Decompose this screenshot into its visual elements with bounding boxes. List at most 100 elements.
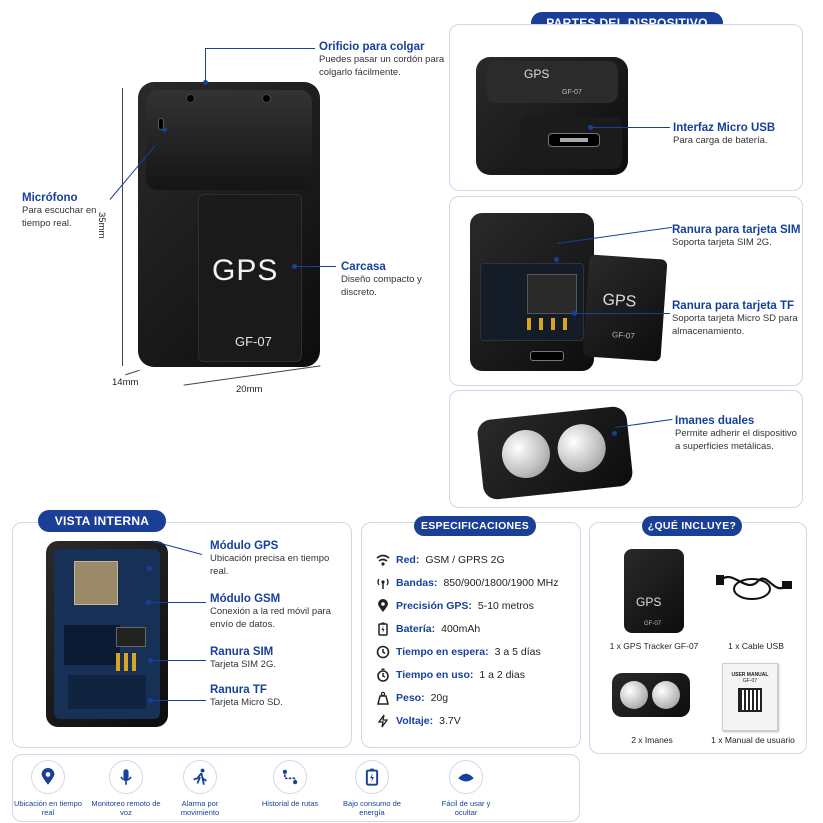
specs-heading: ESPECIFICACIONES (414, 516, 536, 536)
location-pin-icon (378, 599, 388, 612)
usb-callout-title: Interfaz Micro USB (673, 122, 776, 134)
spec-label: Tiempo en uso: (396, 669, 474, 681)
spec-label: Bandas: (396, 577, 438, 589)
spec-value: 1 a 2 dias (479, 669, 525, 681)
feature-item: Alarma por movimiento (164, 760, 236, 817)
internal-item-title: Ranura SIM (210, 646, 274, 658)
feature-item: Ubicación en tiempo real (12, 760, 84, 817)
internal-item-title: Ranura TF (210, 684, 267, 696)
magnets-callout-title: Imanes duales (675, 415, 755, 427)
cover-model-label: GF-07 (611, 330, 636, 341)
manual-title: USER MANUAL (731, 672, 769, 678)
back-cover-image: GPS GF-07 (582, 254, 668, 362)
tf-callout-title: Ranura para tarjeta TF (672, 300, 795, 312)
hide-icon (458, 771, 474, 782)
usb-cable-image (716, 575, 792, 600)
usb-device-image: GPS GF-07 (476, 57, 628, 175)
open-device-image (470, 213, 594, 371)
specs-panel: Red: GSM / GPRS 2G Bandas:850/900/1800/19… (361, 522, 581, 748)
usb-callout: Interfaz Micro USB Para carga de batería… (673, 122, 801, 147)
internal-item-desc: Ubicación precisa en tiempo real. (210, 553, 330, 577)
microphone-icon (120, 769, 132, 785)
included-tracker-model-label: GF-07 (644, 621, 662, 627)
include-caption: 2 x Imanes (631, 735, 673, 745)
feature-label: Fácil de usar y ocultar (441, 799, 491, 817)
magnets-callout: Imanes duales Permite adherir el disposi… (675, 415, 800, 453)
dim-width: 20mm (236, 384, 263, 395)
include-caption: 1 x GPS Tracker GF-07 (609, 641, 699, 651)
magnets-callout-desc: Permite adherir el dispositivo a superfi… (675, 428, 797, 452)
spec-label: Precisión GPS: (396, 600, 472, 612)
clock-icon (376, 645, 390, 659)
spec-row: Tiempo en uso: 1 a 2 dias (376, 668, 525, 682)
magnets-device-image (476, 405, 634, 501)
internal-heading: VISTA INTERNA (38, 510, 166, 532)
parts-slots-panel: GPS GF-07 Ranura para tarjeta SIM Soport… (449, 196, 803, 386)
spec-label: Red: (396, 554, 420, 566)
signal-icon (376, 554, 390, 566)
battery-icon (378, 622, 388, 636)
included-tracker-image: GPS GF-07 (624, 549, 684, 633)
callout-title: Orificio para colgar (319, 41, 425, 53)
route-icon (282, 769, 298, 785)
internal-item-title: Módulo GSM (210, 593, 281, 605)
device-model-label: GF-07 (235, 334, 272, 349)
internal-item-gsm: Módulo GSM Conexión a la red móvil para … (210, 593, 340, 631)
internal-item-title: Módulo GPS (210, 540, 279, 552)
feature-label: Ubicación en tiempo real (14, 799, 82, 817)
callout-microphone: Micrófono Para escuchar en tiempo real. (22, 192, 117, 230)
internal-item-sim: Ranura SIM Tarjeta SIM 2G. (210, 646, 340, 671)
sim-callout: Ranura para tarjeta SIM Soporta tarjeta … (672, 224, 802, 249)
callout-desc: Diseño compacto y discreto. (341, 274, 422, 298)
antenna-icon (377, 578, 389, 589)
feature-item: Fácil de usar y ocultar (430, 760, 502, 817)
usb-callout-desc: Para carga de batería. (673, 135, 768, 146)
timer-icon (377, 668, 389, 682)
sim-callout-title: Ranura para tarjeta SIM (672, 224, 801, 236)
parts-magnets-panel: Imanes duales Permite adherir el disposi… (449, 390, 803, 508)
spec-row: Peso:20g (376, 691, 448, 705)
spec-row: Bandas:850/900/1800/1900 MHz (376, 576, 558, 590)
internal-item-desc: Tarjeta SIM 2G. (210, 659, 276, 670)
spec-value: 5-10 metros (477, 600, 534, 612)
spec-label: Batería: (396, 623, 436, 635)
callout-desc: Puedes pasar un cordón para colgarlo fác… (319, 54, 445, 78)
location-pin-icon (41, 768, 55, 785)
includes-panel: GPS GF-07 1 x GPS Tracker GF-07 1 x Cabl… (589, 522, 807, 754)
included-tracker-gps-label: GPS (636, 595, 662, 609)
included-magnets-image (612, 673, 690, 717)
battery-icon (365, 768, 379, 786)
internal-item-gps: Módulo GPS Ubicación precisa en tiempo r… (210, 540, 340, 578)
callout-hanging-hole: Orificio para colgar Puedes pasar un cor… (319, 41, 459, 79)
feature-label: Historial de rutas (261, 799, 319, 808)
feature-item: Bajo consumo de energía (336, 760, 408, 817)
bolt-icon (377, 714, 389, 728)
manual-model: GF-07 (742, 678, 758, 684)
qr-code-icon (738, 688, 762, 712)
callout-title: Carcasa (341, 261, 386, 273)
feature-label: Bajo consumo de energía (343, 799, 401, 817)
spec-row: Red: GSM / GPRS 2G (376, 553, 505, 567)
feature-label: Monitoreo remoto de voz (91, 799, 161, 817)
spec-value: GSM / GPRS 2G (425, 554, 505, 566)
device-gps-label: GPS (212, 254, 279, 287)
internal-item-desc: Conexión a la red móvil para envío de da… (210, 606, 331, 630)
running-person-icon (193, 768, 207, 785)
usb-device-model-label: GF-07 (562, 89, 582, 96)
usb-device-gps-label: GPS (524, 67, 550, 81)
tf-callout: Ranura para tarjeta TF Soporta tarjeta M… (672, 300, 802, 338)
internal-item-desc: Tarjeta Micro SD. (210, 697, 283, 708)
main-device-image: GPS GF-07 (138, 82, 320, 367)
callout-title: Micrófono (22, 192, 78, 204)
feature-item: Historial de rutas (254, 760, 326, 808)
feature-item: Monitoreo remoto de voz (90, 760, 162, 817)
spec-label: Voltaje: (396, 715, 434, 727)
includes-heading: ¿QUÉ INCLUYE? (642, 516, 742, 536)
tf-callout-desc: Soporta tarjeta Micro SD para almacenami… (672, 313, 798, 337)
spec-row: Tiempo en espera:3 a 5 días (376, 645, 541, 659)
sim-callout-desc: Soporta tarjeta SIM 2G. (672, 237, 772, 248)
spec-label: Peso: (396, 692, 425, 704)
spec-value: 3 a 5 días (494, 646, 541, 658)
cover-gps-label: GPS (601, 291, 637, 311)
spec-row: Voltaje:3.7V (376, 714, 461, 728)
